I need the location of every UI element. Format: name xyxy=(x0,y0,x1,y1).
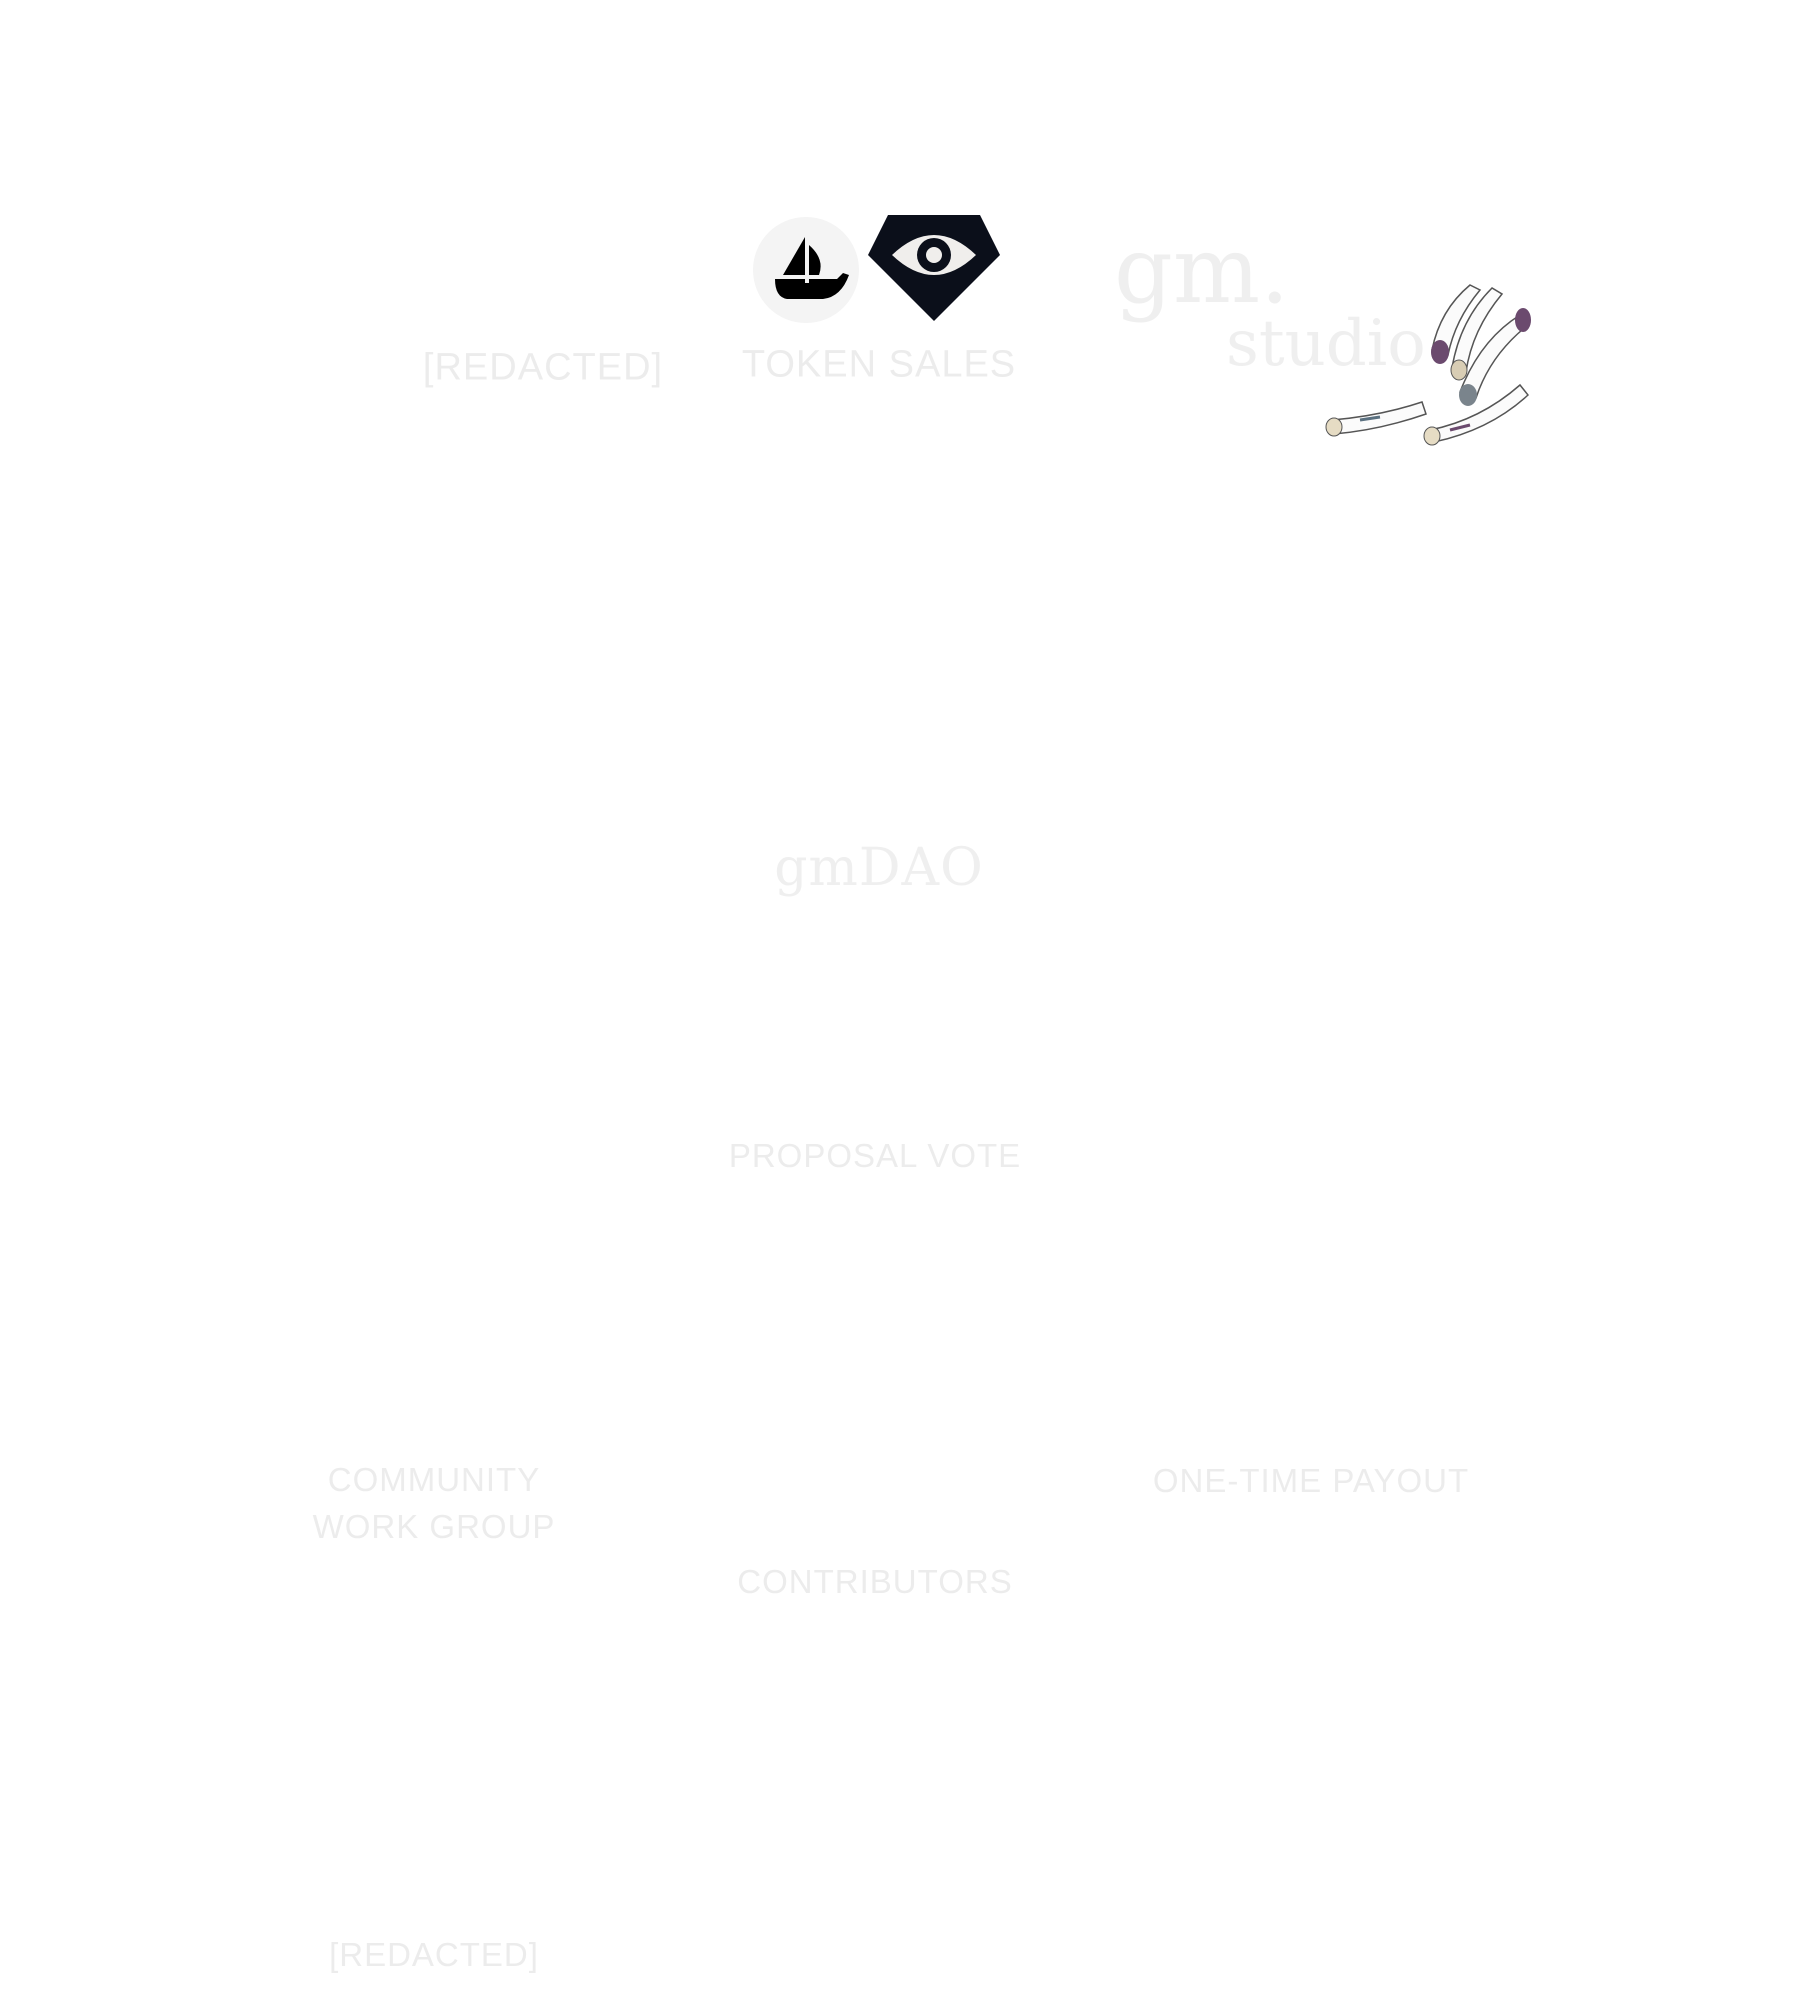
community-line: COMMUNITY xyxy=(327,1461,541,1498)
eye-icon xyxy=(868,215,1000,321)
gm-studio-logo-studio: studio xyxy=(1226,307,1426,381)
gmdao-title: gmDAO xyxy=(774,838,984,898)
community-work-group-label: COMMUNITY WORK GROUP xyxy=(313,1456,556,1550)
opensea-icon xyxy=(753,217,859,323)
scrolls-illustration-icon xyxy=(1320,280,1546,446)
redacted-bottom-label: [REDACTED] xyxy=(329,1936,539,1973)
one-time-payout-label: ONE-TIME PAYOUT xyxy=(1152,1462,1470,1499)
proposal-vote-label: PROPOSAL VOTE xyxy=(728,1137,1022,1174)
contributors-label: CONTRIBUTORS xyxy=(737,1563,1013,1600)
token-sales-label: TOKEN SALES xyxy=(741,343,1017,386)
work-group-line: WORK GROUP xyxy=(312,1508,556,1545)
gm-studio-logo-gm: gm. xyxy=(1114,217,1290,324)
redacted-source-label: [REDACTED] xyxy=(422,346,664,389)
